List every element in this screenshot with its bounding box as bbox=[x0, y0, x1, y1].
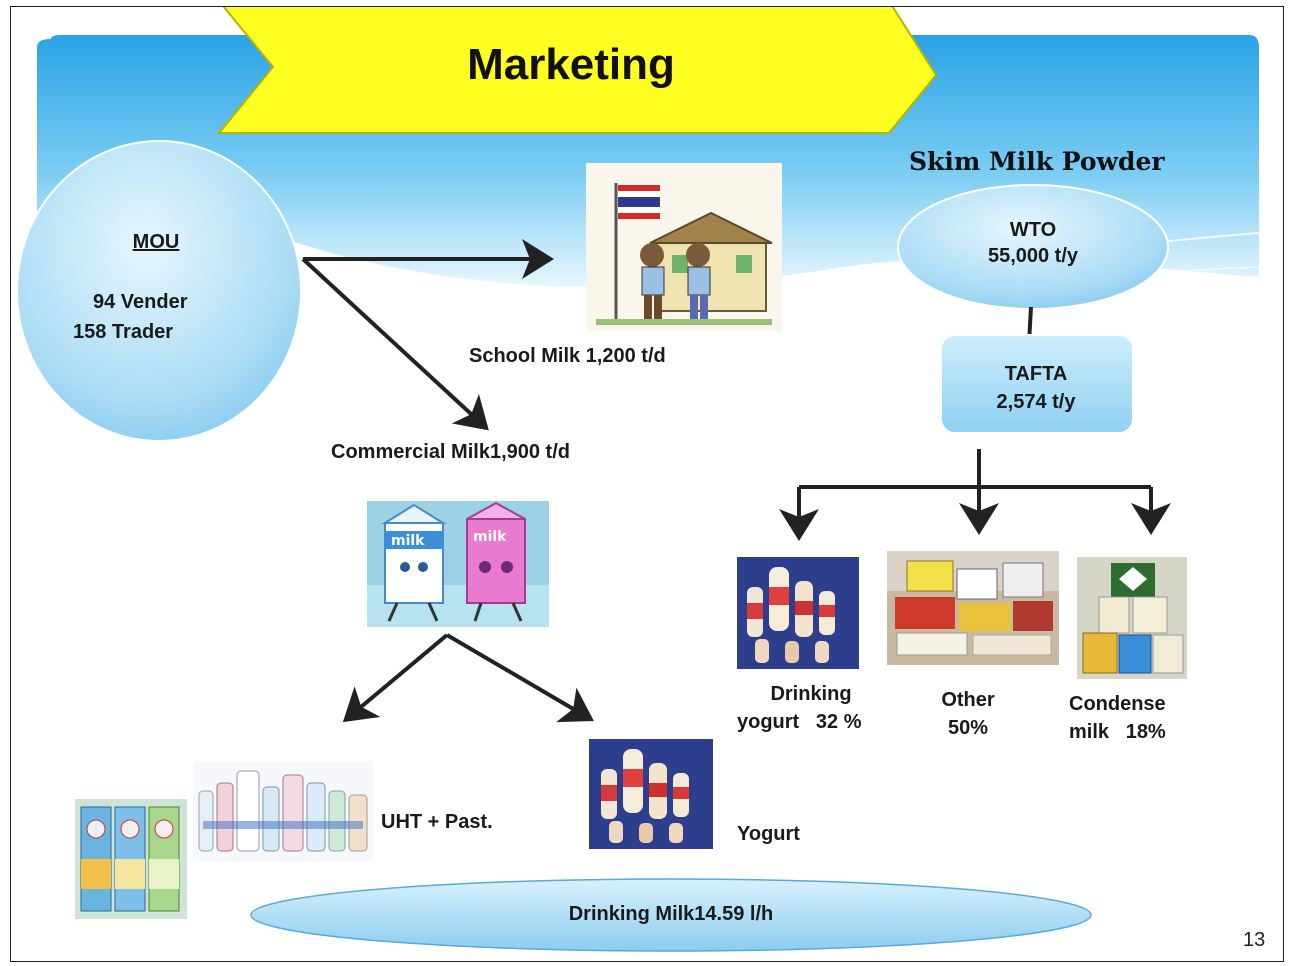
uht-past-label: UHT + Past. bbox=[381, 811, 493, 833]
drinking-yogurt-label-2: yogurt 32 % bbox=[737, 711, 862, 733]
drinking-milk-label: Drinking Milk14.59 l/h bbox=[568, 903, 774, 925]
condense-label-2: milk 18% bbox=[1069, 721, 1166, 743]
yogurt-label: Yogurt bbox=[737, 823, 800, 845]
carton-text-pink: milk bbox=[473, 529, 507, 545]
condensed-milk-image bbox=[1077, 557, 1187, 679]
slide-background bbox=[16, 7, 1260, 952]
tafta-box bbox=[940, 334, 1134, 434]
drinking-yogurt-image bbox=[737, 557, 859, 669]
school-flag-image bbox=[586, 163, 782, 331]
commercial-split bbox=[342, 633, 594, 723]
page-number: 13 bbox=[1243, 929, 1266, 951]
milk-carton-image: milk milk bbox=[367, 501, 549, 627]
drinking-milk-pill bbox=[250, 878, 1092, 952]
arrow-to-yogurt bbox=[445, 633, 594, 723]
tafta-amount: 2,574 t/y bbox=[996, 391, 1076, 413]
slide-subtitle: Skim Milk Powder bbox=[909, 147, 1165, 176]
carton-text-blue: milk bbox=[391, 533, 425, 549]
mou-arrows bbox=[301, 239, 554, 431]
tafta-title: TAFTA bbox=[1004, 363, 1068, 385]
other-label-2: 50% bbox=[947, 717, 989, 739]
arrow-to-commercial bbox=[301, 257, 489, 431]
other-products-image bbox=[887, 551, 1059, 665]
wto-title: WTO bbox=[1009, 219, 1057, 241]
other-label-1: Other bbox=[941, 689, 995, 711]
wto-amount: 55,000 t/y bbox=[987, 245, 1079, 267]
wto-bubble bbox=[897, 184, 1169, 310]
school-milk-label: School Milk 1,200 t/d bbox=[469, 345, 666, 367]
slide-frame: Marketing Skim Milk Powder MOU 94 Vender… bbox=[10, 6, 1284, 962]
mou-trader: 158 Trader bbox=[73, 321, 174, 343]
sky-swoosh bbox=[290, 232, 1260, 293]
drinking-yogurt-label-1: Drinking bbox=[770, 683, 852, 705]
tafta-tree bbox=[779, 449, 1171, 541]
condense-label-1: Condense bbox=[1069, 693, 1166, 715]
title-banner bbox=[216, 7, 938, 134]
mou-bubble bbox=[16, 140, 302, 442]
uht-cartons-image bbox=[75, 799, 187, 919]
mou-vender: 94 Vender bbox=[93, 291, 188, 313]
slide-title: Marketing bbox=[467, 40, 675, 89]
uht-bottles-image bbox=[193, 761, 373, 861]
mou-heading: MOU bbox=[132, 231, 180, 253]
commercial-milk-label: Commercial Milk1,900 t/d bbox=[331, 441, 570, 463]
yogurt-image bbox=[589, 739, 713, 849]
arrow-to-uht bbox=[342, 633, 449, 723]
